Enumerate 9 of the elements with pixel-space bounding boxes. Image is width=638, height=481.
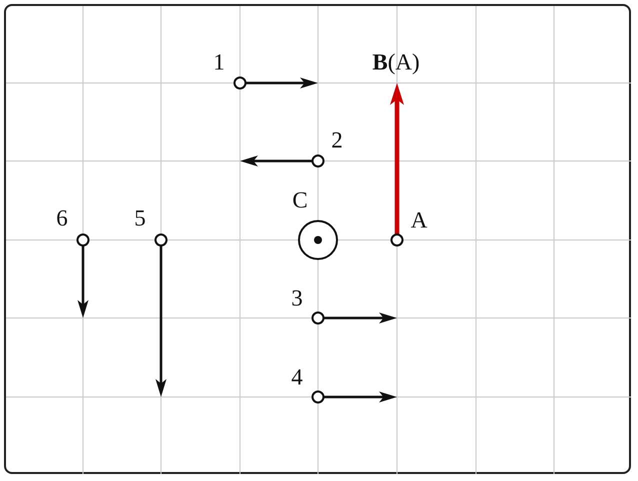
point-label: 2 [331,128,343,152]
point-label: 5 [134,206,146,230]
point-label: B(A) [372,50,420,74]
point-label: 1 [213,50,225,74]
point-label: C [292,188,308,212]
point-label: 6 [56,206,68,230]
point-label: A [410,208,428,232]
point-label: 3 [291,286,303,310]
point-label: 4 [291,366,303,388]
